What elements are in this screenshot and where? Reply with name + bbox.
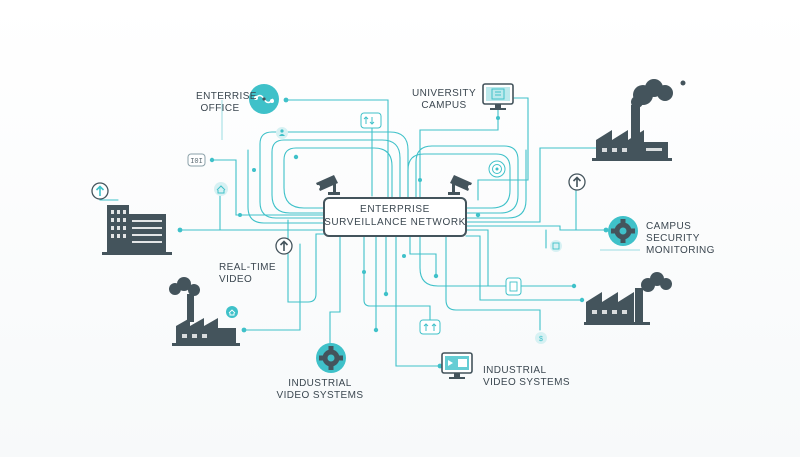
campus-security-gear-icon [608, 216, 638, 246]
small-badges: I0I $ [187, 112, 562, 344]
hub-title: ENTERPRISE SURVEILLANCE NETWORK [324, 204, 466, 228]
label-enterprise-office: ENTERRISE OFFICE [196, 91, 257, 114]
target-badge-icon [488, 160, 506, 178]
real-time-upload-icon [275, 237, 293, 255]
svg-text:I0I: I0I [190, 158, 203, 166]
label-industrial-left: INDUSTRIAL VIDEO SYSTEMS [276, 378, 364, 401]
dollar-badge-icon: $ [535, 332, 547, 344]
network-hub [323, 197, 467, 237]
university-campus-monitor-icon [482, 83, 514, 110]
factory-icon [592, 79, 686, 161]
label-industrial-right: INDUSTRIAL VIDEO SYSTEMS [483, 365, 570, 388]
circuit-traces [99, 97, 640, 367]
data-badge-icon: I0I [187, 153, 206, 167]
upload-arrow-icon [91, 182, 109, 200]
document-badge-icon [550, 240, 562, 252]
industrial-monitor-icon [441, 352, 473, 379]
campus-upload-icon [568, 173, 586, 191]
industrial-gear-icon [316, 343, 346, 373]
label-real-time-video: REAL-TIME VIDEO [219, 262, 276, 285]
factory-left-icon [169, 277, 240, 346]
label-campus-security: CAMPUS SECURITY MONITORING [646, 221, 715, 256]
enterprise-office-icon [249, 84, 279, 114]
factory-right-icon [584, 272, 672, 325]
device-badge-icon [505, 277, 522, 296]
label-university-campus: UNIVERSITY CAMPUS [412, 88, 477, 111]
connection-badge-icon [360, 112, 382, 129]
cctv-camera-icon [316, 175, 340, 195]
cctv-camera-right-icon [448, 175, 472, 195]
office-building-icon [102, 205, 172, 255]
user-badge-icon [276, 127, 288, 139]
transfer-badge-icon [419, 319, 441, 335]
svg-text:$: $ [539, 336, 543, 343]
chat-badge-icon [214, 182, 228, 196]
